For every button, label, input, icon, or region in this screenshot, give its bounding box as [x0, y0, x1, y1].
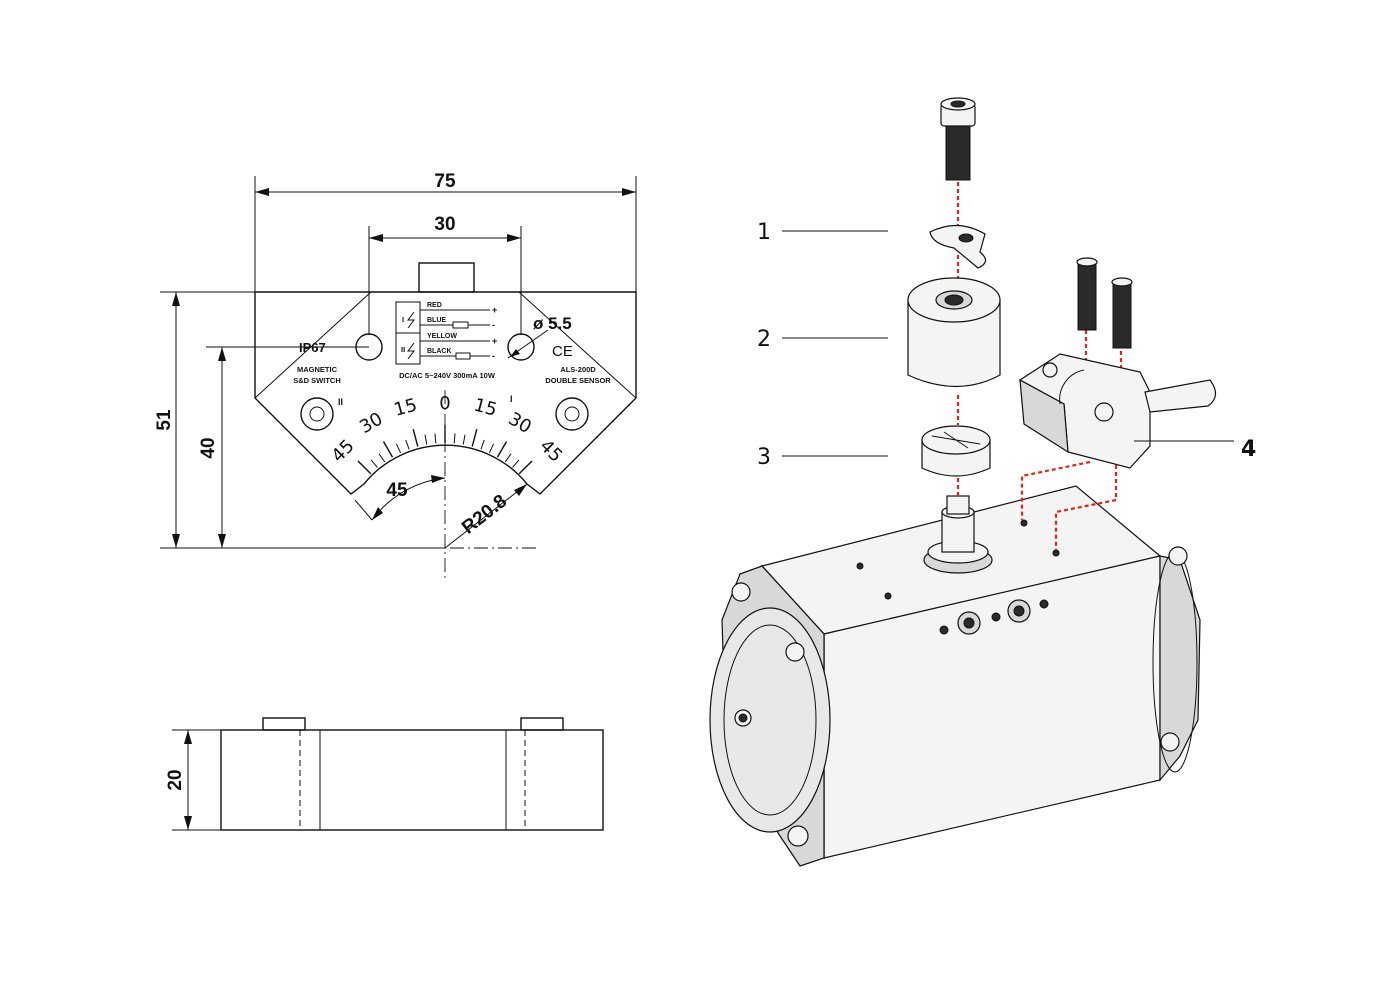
- scale-tick: [518, 460, 533, 475]
- scale-tick: [370, 459, 378, 468]
- model-line2: DOUBLE SENSOR: [545, 376, 611, 385]
- front-view: 75 30 51 40 ø 5.5 IP67 MAGNET: [154, 171, 637, 578]
- assembly-guide-lines: [956, 182, 1123, 550]
- wire-yellow: YELLOW: [427, 333, 457, 340]
- scale-label-right-45: 45: [535, 436, 566, 467]
- ip-rating-label: IP67: [299, 340, 326, 355]
- scale-tick: [434, 433, 437, 444]
- hole-spacing-dimension: 30: [434, 214, 455, 235]
- wiring-schematic: I II RED BLUE YELLOW BLACK + - + -: [395, 301, 497, 365]
- part-3-coupling: [921, 425, 991, 477]
- callout-3: 3: [757, 445, 888, 470]
- callout-2-number: 2: [757, 327, 771, 352]
- part-4-switch-box: [1018, 257, 1217, 469]
- product-name-line2: S&D SWITCH: [293, 376, 341, 385]
- callout-1: 1: [757, 220, 888, 245]
- scale-tick: [395, 443, 402, 454]
- wire-yellow-polarity: +: [492, 336, 497, 346]
- scale-tick: [504, 453, 512, 463]
- scale-tick: [378, 453, 386, 463]
- wire-blue-polarity: -: [492, 320, 495, 330]
- angle-scale-labels: 45 30 15 0 15 30 45: [328, 393, 567, 467]
- scale-tick: [382, 441, 394, 458]
- wire-black-polarity: -: [492, 351, 495, 361]
- scale-tick: [480, 439, 485, 450]
- thickness-dimension: 20: [165, 769, 186, 790]
- ce-mark: CE: [552, 343, 573, 360]
- part-1-cam: [929, 224, 987, 269]
- radius-dimension: R20.8: [458, 491, 511, 539]
- wire-red-polarity: +: [492, 305, 497, 315]
- power-spec-label: DC/AC 5~240V 300mA 10W: [399, 371, 496, 380]
- left-hole-mark: II: [338, 397, 343, 407]
- side-view: 20: [165, 717, 604, 831]
- center-height-dimension: 40: [198, 437, 219, 458]
- scale-tick: [424, 434, 428, 445]
- scale-tick: [453, 433, 456, 444]
- right-hole-mark: I: [510, 394, 513, 404]
- scale-tick: [357, 460, 372, 475]
- hole-diameter-dimension: ø 5.5: [533, 314, 572, 333]
- callout-4: 4: [1134, 437, 1256, 462]
- wire-blue: BLUE: [427, 317, 446, 324]
- width-dimension: 75: [434, 171, 456, 192]
- part-2-housing: [907, 277, 1001, 388]
- switch-body-outline: [254, 291, 637, 495]
- sensor-2-mark: II: [401, 345, 405, 354]
- callout-2: 2: [757, 327, 888, 352]
- exploded-view: 1 2 3 4: [709, 97, 1256, 867]
- height-dimension: 51: [154, 409, 175, 431]
- scale-tick: [462, 434, 466, 445]
- product-name-line1: MAGNETIC: [297, 365, 338, 374]
- sensor-1-mark: I: [402, 315, 404, 324]
- callout-3-number: 3: [757, 445, 771, 470]
- angle-scale-ticks: [357, 425, 533, 475]
- scale-label-right-30: 30: [505, 408, 535, 438]
- scale-tick: [512, 459, 520, 468]
- scale-label-left-30: 30: [356, 408, 386, 438]
- angle-dimension: 45: [386, 480, 408, 501]
- wire-red: RED: [427, 302, 442, 309]
- scale-tick: [496, 441, 508, 458]
- model-line1: ALS-200D: [560, 365, 596, 374]
- scale-label-left-15: 15: [392, 395, 420, 421]
- scale-label-right-15: 15: [472, 395, 500, 421]
- part-screw: [940, 97, 976, 181]
- scale-tick: [488, 443, 495, 454]
- callout-1-number: 1: [757, 220, 771, 245]
- callout-4-number: 4: [1241, 437, 1256, 462]
- scale-tick: [412, 429, 419, 447]
- scale-tick: [405, 439, 410, 450]
- scale-label-left-45: 45: [328, 436, 359, 467]
- scale-tick: [471, 429, 478, 447]
- wire-black: BLACK: [427, 348, 452, 355]
- actuator-body: [709, 485, 1201, 867]
